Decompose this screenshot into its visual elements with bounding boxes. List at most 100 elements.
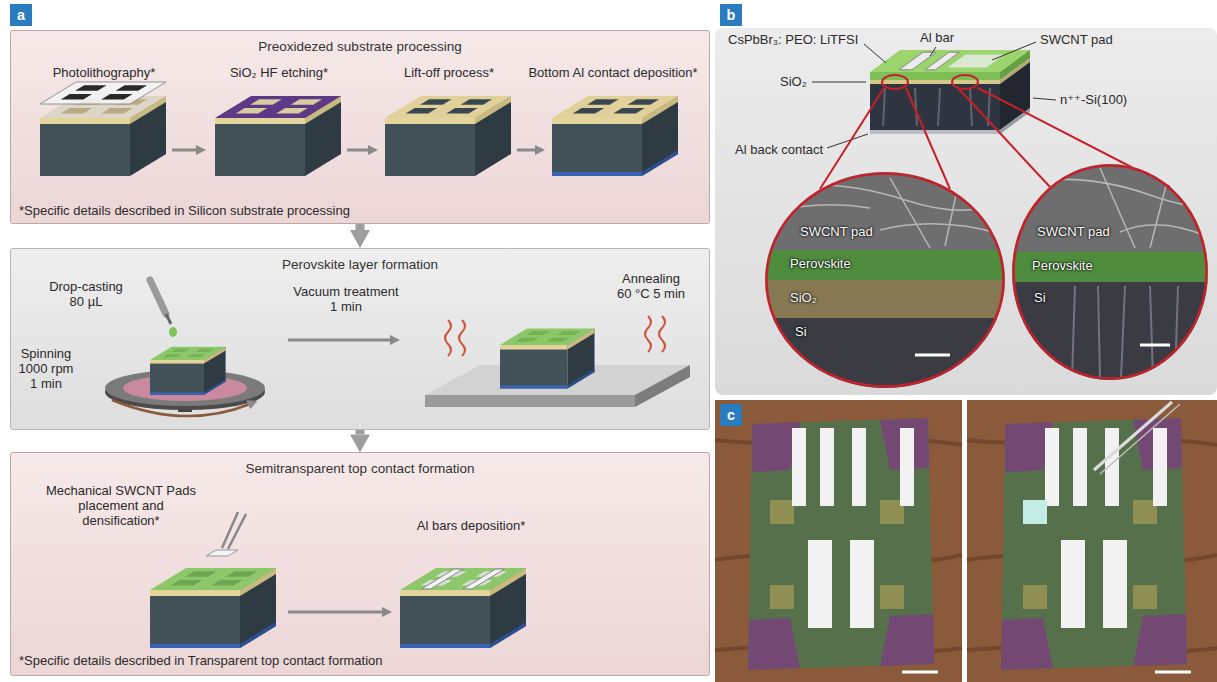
substrate-cube (40, 96, 166, 176)
leader-line (1033, 98, 1056, 100)
text-holder: a (10, 4, 32, 26)
device-schematic (870, 72, 1000, 80)
text-holder: Al bar (920, 30, 954, 45)
substrate-cube (150, 622, 276, 648)
substrate-cube (61, 99, 147, 113)
panel-letter: a (10, 4, 32, 26)
substrate-cube (552, 150, 678, 176)
sem-image (760, 168, 1010, 252)
substrate-cube (516, 331, 581, 342)
device-schematic (870, 50, 1030, 134)
zoom-line (820, 75, 1170, 189)
spin-coater (105, 374, 265, 410)
footnote: *Specific details described in Silicon s… (19, 203, 350, 218)
step-label: Bottom Al contact deposition* (521, 65, 705, 80)
substrate-cube (500, 369, 595, 389)
process-panel: Preoxidezed substrate processingPhotolit… (10, 30, 710, 224)
step-label: Photolithography* (29, 65, 179, 80)
device-schematic (948, 54, 1005, 67)
text-holder: Mechanical SWCNT Pads placement and dens… (43, 483, 199, 528)
zoom-outline (765, 172, 1005, 388)
step-arrow (517, 149, 537, 152)
zoom-circle: SWCNT padPerovskiteSiO₂ Si (765, 172, 1005, 388)
text-holder: Lift-off process* (374, 65, 524, 80)
panel-badge: a (10, 4, 32, 26)
device-schematic (925, 52, 959, 70)
tweezers (206, 512, 246, 556)
device-schematic (1000, 58, 1030, 84)
substrate-cube (150, 568, 276, 648)
text-holder: c (720, 404, 742, 426)
sem-image (1008, 160, 1213, 382)
text-holder: Si (795, 324, 807, 339)
heat-waves (445, 316, 665, 356)
panel-title: Perovskite layer formation (11, 256, 709, 273)
text-holder: SWCNT pad (1040, 32, 1113, 47)
panel-title: Preoxidezed substrate processing (11, 38, 709, 55)
step-arrow (172, 149, 198, 152)
probe (1023, 500, 1047, 524)
substrate-cube (552, 96, 678, 176)
substrate-cube (150, 568, 276, 590)
device-schematic (1000, 62, 1030, 130)
hot-plate (425, 365, 690, 395)
text-holder: Semitransparent top contact formation (11, 460, 709, 477)
device-chip (820, 428, 834, 506)
device-schematic (870, 80, 1000, 84)
layer-label: Si (1034, 290, 1046, 305)
step-label: Spinning 1000 rpm 1 min (16, 346, 76, 391)
text-holder: SiO₂ (780, 74, 807, 89)
substrate-cube (552, 96, 678, 176)
device-chip (880, 418, 929, 470)
device-chip (880, 500, 904, 524)
substrate-cube (162, 349, 214, 358)
sem-image (1015, 168, 1211, 248)
flow-arrow (356, 430, 365, 434)
substrate-cube (500, 329, 595, 389)
photo (715, 400, 1217, 682)
leader-line (992, 42, 1036, 60)
text-holder: SWCNT pad (800, 224, 873, 239)
text-holder: SiO₂ (790, 290, 817, 305)
device-schematic (883, 88, 990, 126)
sem-image (760, 318, 1010, 393)
step-label: Al bars deposition* (386, 518, 556, 533)
text-holder: SiO₂ HF etching* (204, 65, 354, 80)
sem-image (1008, 252, 1213, 282)
zoom-line (906, 88, 950, 189)
device-chip (902, 671, 938, 674)
probe (1100, 404, 1180, 474)
text-holder: *Specific details described in Transpare… (19, 653, 382, 668)
text-holder: Perovskite (790, 256, 851, 271)
substrate-cube (400, 568, 526, 648)
device-chip (900, 428, 914, 506)
step-label: Vacuum treatment 1 min (291, 284, 401, 314)
step-label: SiO₂ HF etching* (204, 65, 354, 80)
layer-label: SWCNT pad (1037, 224, 1110, 239)
substrate-cube (40, 96, 166, 176)
step-label: Drop-casting 80 µL (44, 279, 128, 309)
text-holder: Si (1034, 290, 1046, 305)
flow-arrow (356, 224, 365, 230)
layer-label: Si (795, 324, 807, 339)
text-holder: Bottom Al contact deposition* (521, 65, 705, 80)
substrate-cube (215, 96, 341, 118)
text-holder: Perovskite (1032, 258, 1093, 273)
leader-line (827, 134, 868, 148)
substrate-cube (573, 99, 659, 113)
process-panel: Semitransparent top contact formationMec… (10, 452, 710, 676)
device-chip (880, 585, 904, 609)
device-chip (850, 540, 874, 628)
substrate-cube (385, 96, 511, 176)
probe (1023, 402, 1180, 524)
layer-label: SWCNT pad (800, 224, 873, 239)
panel-title: Semitransparent top contact formation (11, 460, 709, 477)
substrate-cube (171, 571, 257, 585)
hot-plate (425, 395, 635, 407)
layer-label: SWCNT pad (1040, 32, 1113, 47)
spin-coater (123, 375, 247, 401)
zoom-line (820, 88, 884, 189)
sem-image (1008, 282, 1213, 382)
